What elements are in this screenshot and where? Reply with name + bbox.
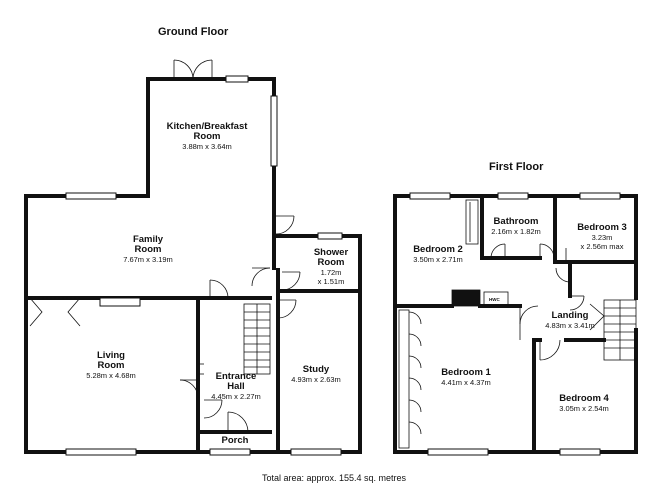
first-floor-windows <box>409 192 621 456</box>
room-porch: Porch <box>222 436 249 446</box>
room-bathroom: Bathroom 2.16m x 1.82m <box>491 216 541 237</box>
room-name-line2: Room <box>317 257 345 268</box>
room-family: Family Room 7.67m x 3.19m <box>123 234 173 265</box>
first-floor-title: First Floor <box>489 161 544 173</box>
room-name: Bedroom 2 <box>413 244 463 255</box>
room-name: Bedroom 1 <box>441 367 491 378</box>
room-name: Shower <box>313 247 349 258</box>
total-area: Total area: approx. 155.4 sq. metres <box>261 473 407 483</box>
room-name: Bedroom 4 <box>559 393 609 404</box>
room-dimensions: 4.93m x 2.63m <box>291 375 341 384</box>
room-name: Landing <box>551 310 589 321</box>
room-dimensions: 4.83m x 3.41m <box>545 321 595 330</box>
room-dimensions: 3.88m x 3.64m <box>182 142 232 151</box>
room-dimensions: 4.41m x 4.37m <box>441 378 491 387</box>
room-name-line2: Room <box>193 131 221 142</box>
room-dimensions: 1.72m <box>320 268 342 277</box>
ground-floor-stairs <box>243 303 271 375</box>
ground-floor-windows <box>65 75 343 456</box>
room-name: Entrance <box>215 371 257 382</box>
room-bedroom-1: Bedroom 1 4.41m x 4.37m <box>441 367 491 388</box>
room-name: Kitchen/Breakfast <box>166 121 248 132</box>
room-name: Porch <box>221 435 249 446</box>
room-name: Living <box>97 350 125 361</box>
room-kitchen-breakfast: Kitchen/Breakfast Room 3.88m x 3.64m <box>166 121 248 152</box>
room-dimensions: 3.05m x 2.54m <box>559 404 609 413</box>
room-name: Bedroom 3 <box>577 222 627 233</box>
ground-floor-title: Ground Floor <box>158 26 229 38</box>
room-bedroom-2: Bedroom 2 3.50m x 2.71m <box>413 244 463 265</box>
room-dimensions: 3.50m x 2.71m <box>413 255 463 264</box>
room-dimensions: 3.23m <box>591 233 613 242</box>
room-name: Study <box>302 364 330 375</box>
room-study: Study 4.93m x 2.63m <box>291 364 341 385</box>
room-dimensions-line2: x 2.56m max <box>580 242 624 251</box>
room-bedroom-3: Bedroom 3 3.23m x 2.56m max <box>577 222 627 252</box>
room-dimensions: 2.16m x 1.82m <box>491 227 541 236</box>
room-living: Living Room 5.28m x 4.68m <box>86 350 136 381</box>
room-name-line2: Hall <box>227 381 245 392</box>
hwc-label: HWC <box>489 297 500 302</box>
room-name: Bathroom <box>493 216 539 227</box>
room-dimensions: 7.67m x 3.19m <box>123 255 173 264</box>
room-bedroom-4: Bedroom 4 3.05m x 2.54m <box>559 393 609 414</box>
first-floor-fixtures <box>398 199 637 449</box>
room-name-line2: Room <box>134 244 162 255</box>
room-name-line2: Room <box>97 360 125 371</box>
room-landing: Landing 4.83m x 3.41m <box>545 310 595 331</box>
room-dimensions: 4.45m x 2.27m <box>211 392 261 401</box>
room-dimensions-line2: x 1.51m <box>317 277 345 286</box>
room-entrance-hall: Entrance Hall 4.45m x 2.27m <box>211 371 261 402</box>
ground-floor-doors <box>29 59 301 433</box>
room-shower: Shower Room 1.72m x 1.51m <box>313 247 349 287</box>
room-dimensions: 5.28m x 4.68m <box>86 371 136 380</box>
room-name: Family <box>132 234 164 245</box>
